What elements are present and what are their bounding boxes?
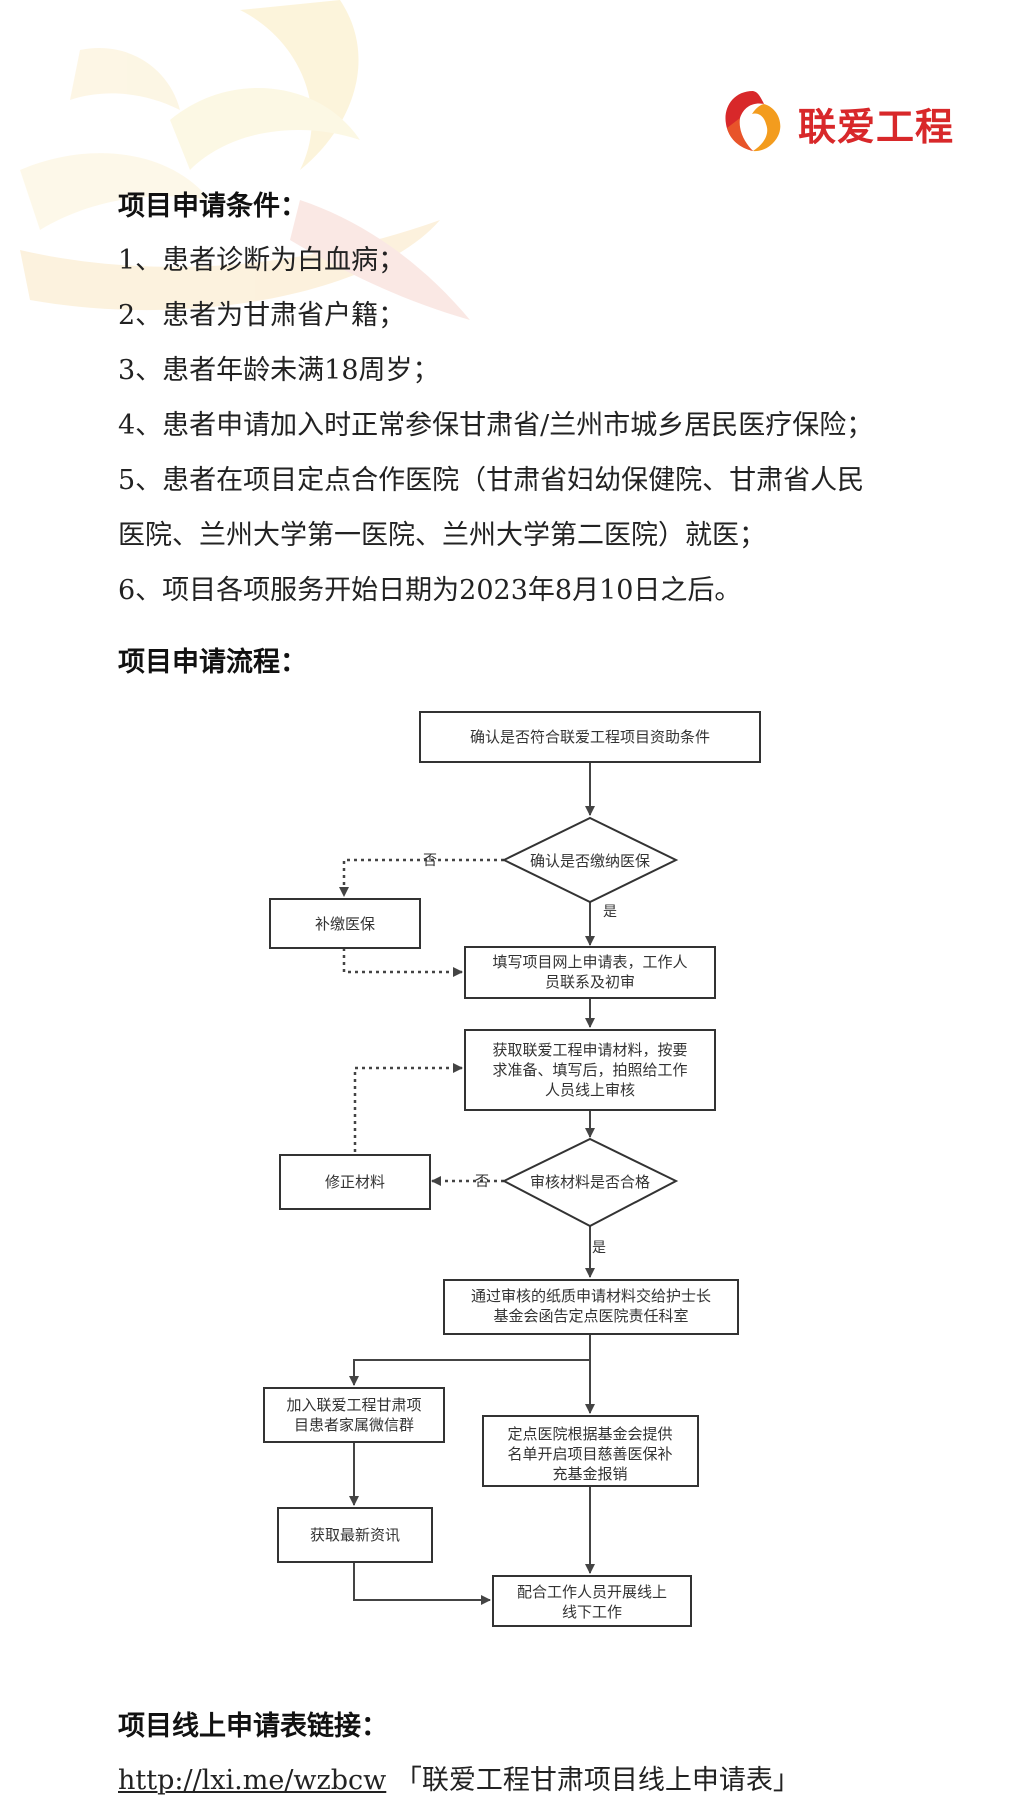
node-text: 填写项目网上申请表，工作人: [492, 953, 687, 971]
brand-logo: 联爱工程: [718, 86, 963, 158]
arrow-fix-back: [353, 1063, 463, 1152]
node-pay-insurance: [269, 898, 421, 949]
node-text: 基金会函告定点医院责任科室: [493, 1307, 688, 1325]
label-yes: 是: [603, 904, 617, 920]
conditions-heading: 项目申请条件：: [118, 191, 307, 222]
node-hospital-open: [482, 1415, 699, 1487]
watermark-logo: [20, 0, 470, 320]
condition-item: 医院、兰州大学第一医院、兰州大学第二医院）就医；: [118, 520, 766, 551]
node-get-news: [277, 1507, 433, 1563]
node-review-check: [501, 1137, 679, 1228]
node-submit-paper: [443, 1279, 739, 1335]
node-fix-materials: [279, 1154, 431, 1210]
node-text: 确认是否符合联爱工程项目资助条件: [470, 728, 710, 746]
process-heading: 项目申请流程：: [118, 647, 307, 678]
brand-name: 联爱工程: [798, 105, 955, 149]
node-text: 线下工作: [562, 1603, 622, 1621]
node-text: 获取联爱工程申请材料，按要: [492, 1041, 687, 1059]
arrow-to-group: [349, 1334, 591, 1386]
brand-heart-icon: [725, 91, 781, 152]
online-form-title: 「联爱工程甘肃项目线上申请表」: [394, 1765, 800, 1796]
node-text: 求准备、填写后，拍照给工作: [492, 1061, 687, 1079]
node-text: 确认是否缴纳医保: [530, 852, 650, 870]
arrow-news-to-offline: [353, 1562, 491, 1605]
node-text: 定点医院根据基金会提供: [507, 1425, 672, 1443]
label-no: 否: [475, 1174, 489, 1190]
arrow-no-insurance: [339, 858, 504, 897]
node-confirm-eligibility: [419, 711, 761, 763]
node-text: 员联系及初审: [545, 973, 635, 991]
node-text: 充基金报销: [552, 1465, 627, 1483]
node-text: 人员线上审核: [545, 1081, 635, 1099]
condition-item: 6、项目各项服务开始日期为2023年8月10日之后。: [118, 575, 742, 606]
condition-item: 5、患者在项目定点合作医院（甘肃省妇幼保健院、甘肃省人民: [118, 465, 865, 496]
arrow-back-to-form: [342, 948, 463, 977]
online-form-link[interactable]: http://lxi.me/wzbcw: [118, 1765, 387, 1796]
node-join-group: [263, 1387, 445, 1443]
node-text: 加入联爱工程甘肃项: [286, 1396, 421, 1414]
node-text: 修正材料: [325, 1173, 385, 1191]
condition-item: 1、患者诊断为白血病；: [118, 245, 406, 276]
node-insurance-check: [501, 816, 679, 904]
node-fill-form: [464, 946, 716, 999]
online-form-heading: 项目线上申请表链接：: [118, 1711, 388, 1742]
online-form-link-line: http://lxi.me/wzbcw 「联爱工程甘肃项目线上申请表」: [118, 1758, 800, 1797]
condition-item: 4、患者申请加入时正常参保甘肃省/兰州市城乡居民医疗保险；: [118, 410, 874, 441]
node-get-materials: [464, 1029, 716, 1111]
node-text: 补缴医保: [315, 915, 375, 933]
condition-item: 3、患者年龄未满18周岁；: [118, 355, 440, 386]
node-text: 配合工作人员开展线上: [517, 1583, 667, 1601]
node-text: 获取最新资讯: [310, 1526, 400, 1544]
node-text: 审核材料是否合格: [530, 1173, 650, 1191]
node-offline-work: [492, 1575, 692, 1627]
label-no: 否: [423, 853, 437, 869]
node-text: 名单开启项目慈善医保补: [507, 1445, 672, 1463]
node-text: 目患者家属微信群: [294, 1416, 414, 1434]
condition-item: 2、患者为甘肃省户籍；: [118, 300, 406, 331]
label-yes: 是: [592, 1240, 606, 1256]
node-text: 通过审核的纸质申请材料交给护士长: [471, 1287, 711, 1305]
